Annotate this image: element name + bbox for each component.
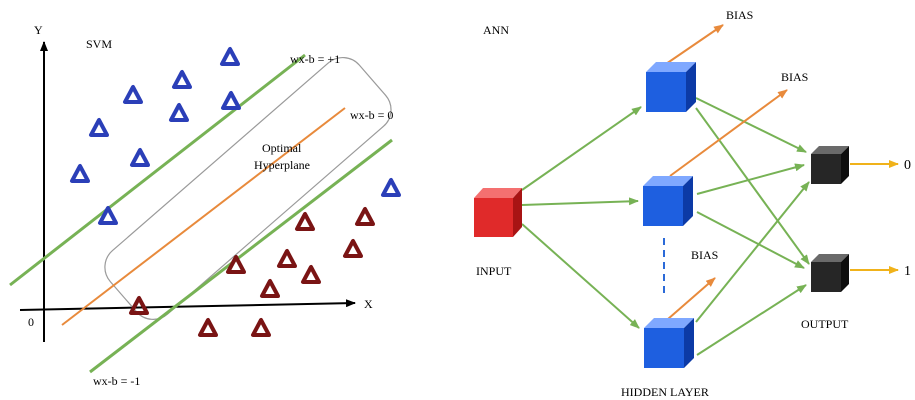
svm-margin-plus-line <box>9 53 306 287</box>
class-b-point <box>226 255 246 274</box>
svm-margin-region <box>104 56 392 320</box>
output-value-1: 1 <box>904 264 911 279</box>
class-b-point <box>301 265 321 284</box>
hidden-node-3 <box>644 318 694 368</box>
svm-origin-label: 0 <box>28 315 34 329</box>
svm-margin-minus-label: wx-b = -1 <box>93 374 140 388</box>
hidden-layer-label: HIDDEN LAYER <box>621 385 709 399</box>
bias-arrow-1 <box>662 24 724 67</box>
output-value-0: 0 <box>904 158 911 173</box>
svm-x-axis <box>19 299 356 311</box>
output-node-0 <box>811 146 849 184</box>
conn-hidden1-out0 <box>695 97 807 153</box>
svm-title: SVM <box>86 37 112 51</box>
bias-label-3: BIAS <box>691 248 718 262</box>
class-b-point <box>277 249 297 268</box>
class-a-point <box>169 103 189 122</box>
bias-label-2: BIAS <box>781 70 808 84</box>
svm-hyperplane-title-line2: Hyperplane <box>254 158 310 172</box>
class-a-point <box>221 91 241 110</box>
svm-hyperplane-eq-label: wx-b = 0 <box>350 108 393 122</box>
output-label: OUTPUT <box>801 317 849 331</box>
conn-hidden3-out0 <box>695 181 810 323</box>
input-label: INPUT <box>476 264 512 278</box>
conn-input-hidden1 <box>521 106 642 191</box>
output-node-1 <box>811 254 849 292</box>
class-a-point <box>172 70 192 89</box>
conn-hidden1-out1 <box>695 107 810 265</box>
class-a-point <box>89 118 109 137</box>
conn-input-hidden2 <box>521 197 639 206</box>
class-b-point <box>295 212 315 231</box>
class-b-point <box>251 318 271 337</box>
bias-arrow-3 <box>667 277 716 320</box>
class-a-point <box>70 164 90 183</box>
conn-hidden2-out0 <box>696 163 805 195</box>
conn-hidden2-out1 <box>696 211 805 269</box>
class-b-point <box>198 318 218 337</box>
class-a-point <box>98 206 118 225</box>
ann-output-arrows <box>850 160 899 274</box>
class-a-point <box>130 148 150 167</box>
class-a-point <box>381 178 401 197</box>
ann-panel: ANN BIAS BIAS BIAS 0 1 <box>474 8 911 399</box>
svm-class-a-points <box>70 47 401 225</box>
input-node <box>474 188 522 237</box>
ann-connections <box>521 97 810 356</box>
svm-hyperplane-title-line1: Optimal <box>262 141 302 155</box>
class-b-point <box>129 296 149 315</box>
svm-margin-minus-line <box>89 138 393 374</box>
bias-arrow-2 <box>669 89 788 177</box>
class-b-point <box>260 279 280 298</box>
conn-input-hidden3 <box>521 223 640 329</box>
class-a-point <box>123 85 143 104</box>
hidden-node-2 <box>643 176 693 226</box>
conn-hidden3-out1 <box>696 284 807 356</box>
ann-title: ANN <box>483 23 509 37</box>
svm-class-b-points <box>129 207 375 337</box>
hidden-node-1 <box>646 62 696 112</box>
ann-bias-arrows <box>662 24 788 320</box>
class-b-point <box>343 239 363 258</box>
svm-panel: Y X 0 SVM wx-b = +1 wx-b = 0 wx-b = -1 O… <box>9 23 401 388</box>
bias-label-1: BIAS <box>726 8 753 22</box>
svm-y-axis-label: Y <box>34 23 43 37</box>
svm-margin-plus-label: wx-b = +1 <box>290 52 340 66</box>
svm-hyperplane-line <box>61 107 346 326</box>
svm-x-axis-label: X <box>364 297 373 311</box>
class-a-point <box>220 47 240 66</box>
class-b-point <box>355 207 375 226</box>
